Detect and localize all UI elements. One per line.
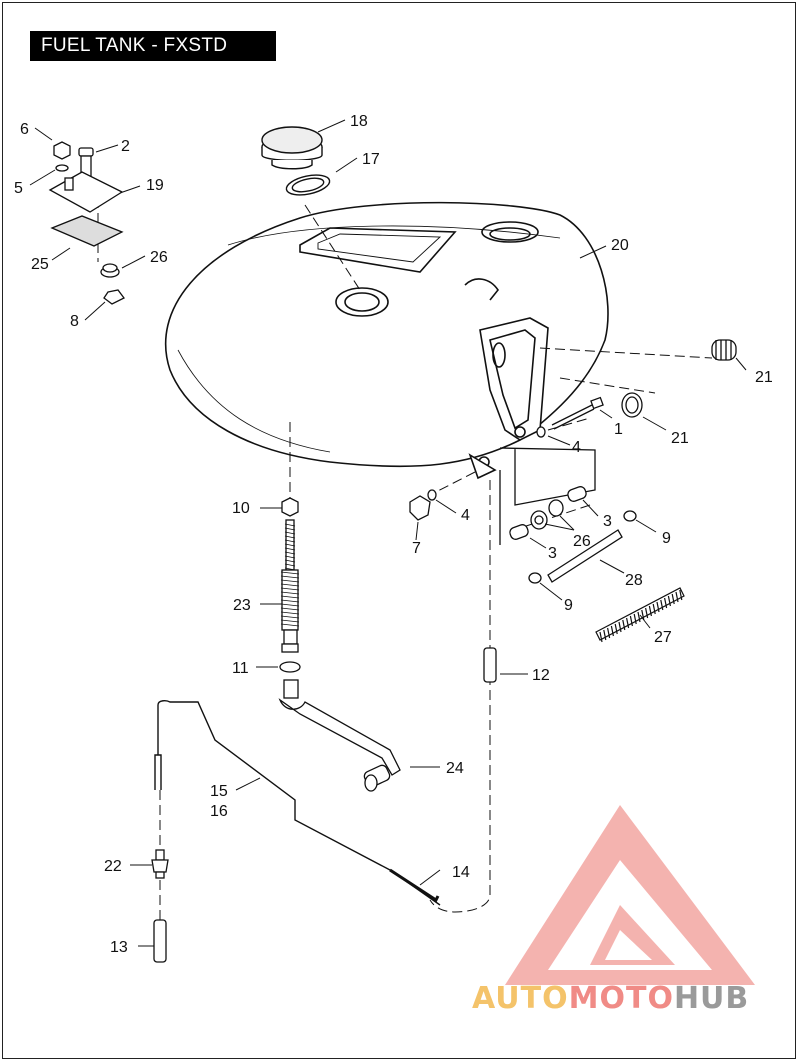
watermark-part-hub: HUB (673, 981, 750, 1016)
callout-14: 14 (452, 864, 470, 881)
knob-parts (621, 339, 737, 418)
callout-26-lower: 26 (573, 533, 591, 550)
callout-3: 3 (603, 513, 612, 530)
callout-2: 2 (121, 138, 130, 155)
callout-18: 18 (350, 113, 368, 130)
bolt-head-icon (78, 147, 94, 157)
callout-13: 13 (110, 939, 128, 956)
callout-19: 19 (146, 177, 164, 194)
callout-28: 28 (625, 572, 643, 589)
callout-21-lower: 21 (671, 430, 689, 447)
spring-part (595, 587, 685, 643)
callout-23: 23 (233, 597, 251, 614)
petcock-assembly (279, 497, 301, 673)
callout-9-lower: 9 (564, 597, 573, 614)
callout-26: 26 (150, 249, 168, 266)
callout-25: 25 (31, 256, 49, 273)
callout-5: 5 (14, 180, 23, 197)
callout-24: 24 (446, 760, 464, 777)
callout-9: 9 (662, 530, 671, 547)
callout-16: 16 (210, 803, 228, 820)
callout-7: 7 (412, 540, 421, 557)
callout-4: 4 (572, 439, 581, 456)
callout-21: 21 (755, 369, 773, 386)
callout-27: 27 (654, 629, 672, 646)
hardware-top-left (48, 141, 125, 305)
spacer-group (499, 447, 596, 545)
pad-icon (50, 215, 124, 247)
watermark-part-moto: MOTO (568, 981, 674, 1016)
callout-12: 12 (532, 667, 550, 684)
spring-coils-23 (280, 523, 300, 627)
callout-15: 15 (210, 783, 228, 800)
callout-4-lower: 4 (461, 507, 470, 524)
callout-8: 8 (70, 313, 79, 330)
page-title: FUEL TANK - FXSTD (30, 31, 276, 61)
vent-hose (528, 510, 637, 584)
mount-bolt (409, 396, 604, 521)
bracket-plate-icon (48, 171, 124, 213)
bushing-icon (103, 289, 125, 305)
callout-11: 11 (232, 660, 249, 677)
watermark-part-auto: AUTO (472, 981, 569, 1016)
fittings-bottom (151, 647, 497, 963)
callout-22: 22 (104, 858, 122, 875)
callout-3-lower: 3 (548, 545, 557, 562)
watermark-logo-icon (505, 805, 755, 985)
callout-10: 10 (232, 500, 250, 517)
callout-17: 17 (362, 151, 380, 168)
callout-6: 6 (20, 121, 29, 138)
nut-icon (53, 141, 71, 160)
gasket-ring (285, 174, 331, 196)
watermark-brand: AUTOMOTOHUB (472, 981, 749, 1016)
control-rod (154, 700, 441, 906)
callout-20: 20 (611, 237, 629, 254)
washer-icon (55, 164, 69, 172)
callout-leaders (29, 119, 747, 947)
fuel-tank (164, 201, 609, 480)
callout-1: 1 (614, 421, 623, 438)
fuel-line (278, 679, 401, 792)
callout-numbers: 6 2 5 19 25 26 8 18 17 20 21 21 1 4 4 7 … (14, 113, 773, 956)
fuel-cap (261, 126, 323, 170)
